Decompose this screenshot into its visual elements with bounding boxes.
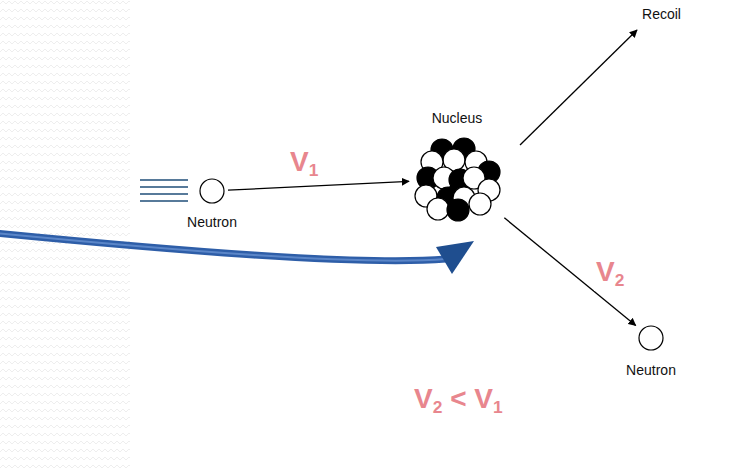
subscript: 2 (433, 397, 443, 417)
curved-arrow-head (436, 241, 474, 274)
node-label: Nucleus (432, 110, 483, 126)
subscript: 1 (493, 397, 503, 417)
recoil-label: Recoil (642, 6, 681, 22)
neutron-shape (638, 325, 664, 351)
subscript: 2 (615, 270, 625, 290)
nucleus-shape (412, 136, 502, 222)
neutron-shape (199, 178, 225, 204)
neutron-circle: Neutron (638, 325, 664, 351)
recoil-arrow (520, 30, 637, 145)
curved-arrow (0, 233, 446, 261)
velocity-label: V1 (288, 146, 320, 181)
nucleus-cluster: Nucleus (412, 136, 502, 222)
neutron-circle: Neutron (199, 178, 225, 204)
node-label: Neutron (187, 214, 237, 230)
node-label: Neutron (626, 362, 676, 378)
velocity-label: V2 (594, 256, 626, 291)
curved-arrow-highlight (0, 233, 446, 261)
motion-lines (140, 180, 188, 201)
motion-arrow (228, 181, 409, 190)
velocity-relation: V2 < V1 (412, 383, 505, 418)
motion-arrow (504, 218, 635, 326)
subscript: 1 (309, 160, 319, 180)
